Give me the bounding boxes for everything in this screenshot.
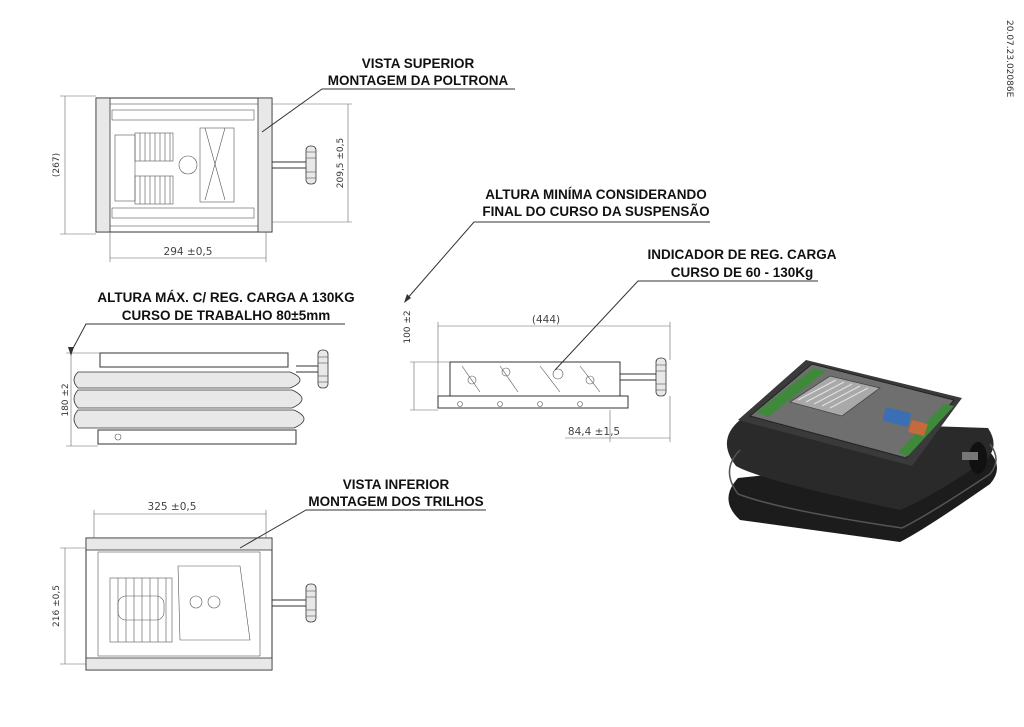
bottom-view-drawing	[85, 537, 317, 671]
leader-max-height	[70, 323, 345, 353]
dim-top-width: 294 ±0,5	[164, 246, 213, 258]
callout-top-view-line1: VISTA SUPERIOR	[362, 56, 475, 71]
callout-top-view-line2: MONTAGEM DA POLTRONA	[328, 73, 509, 88]
side-view-min-drawing	[437, 357, 667, 409]
document-code: 20.07.23.02086E	[1004, 20, 1014, 98]
dim-top-rail-height: 209,5 ±0,5	[336, 138, 346, 188]
leader-min-height	[405, 221, 710, 301]
callout-load-indicator-line2: CURSO DE 60 - 130Kg	[671, 265, 814, 280]
callout-max-height-line1: ALTURA MÁX. C/ REG. CARGA A 130KG	[97, 290, 354, 305]
side-view-max-drawing	[73, 349, 329, 445]
leader-arrow-min-height	[404, 294, 411, 303]
dim-side-length: (444)	[532, 314, 560, 326]
top-view-drawing	[95, 97, 317, 233]
dim-side-max-height: 180 ±2	[61, 383, 71, 416]
callout-bottom-view-line2: MONTAGEM DOS TRILHOS	[308, 494, 483, 509]
callout-min-height-line2: FINAL DO CURSO DA SUSPENSÃO	[482, 204, 709, 219]
dim-top-height: (267)	[52, 153, 62, 177]
leader-arrow-max-height	[68, 347, 74, 356]
callout-max-height-line2: CURSO DE TRABALHO 80±5mm	[122, 308, 330, 323]
dim-bottom-width: 325 ±0,5	[148, 501, 197, 513]
bottom-view-dimensions	[60, 510, 267, 665]
callout-min-height-line1: ALTURA MINÍMA CONSIDERANDO	[485, 187, 706, 202]
callout-bottom-view-line1: VISTA INFERIOR	[343, 477, 450, 492]
dim-side-knob-offset: 84,4 ±1,5	[568, 426, 620, 438]
dim-side-min-height: 100 ±2	[403, 310, 413, 343]
leader-top-view	[261, 88, 515, 133]
dim-bottom-height: 216 ±0,5	[52, 585, 62, 627]
leader-load-indicator	[554, 280, 818, 371]
callout-load-indicator-line1: INDICADOR DE REG. CARGA	[647, 247, 836, 262]
leader-bottom-view	[239, 509, 486, 549]
side-view-min-dimensions	[410, 322, 671, 442]
isometric-render	[726, 360, 997, 542]
top-view-dimensions	[60, 95, 352, 262]
